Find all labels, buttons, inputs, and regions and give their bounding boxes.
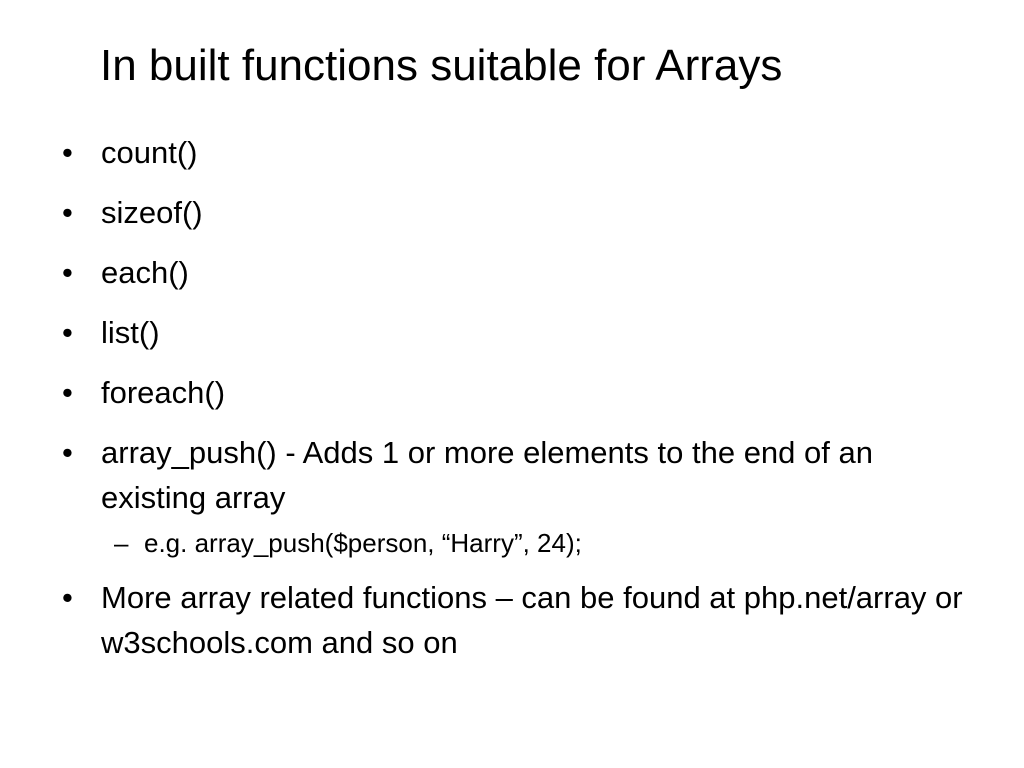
bullet-item: • foreach() <box>62 370 982 415</box>
bullet-icon: • <box>62 375 73 410</box>
bullet-text: count() <box>101 135 198 170</box>
bullet-icon: • <box>62 195 73 230</box>
bullet-text: each() <box>101 255 189 290</box>
bullet-item: • sizeof() <box>62 190 982 235</box>
bullet-icon: • <box>62 580 73 615</box>
bullet-item: • More array related functions – can be … <box>62 575 982 665</box>
bullet-icon: • <box>62 435 73 470</box>
bullet-item: • array_push() - Adds 1 or more elements… <box>62 430 982 520</box>
bullet-text: list() <box>101 315 160 350</box>
bullet-icon: • <box>62 315 73 350</box>
bullet-item: • list() <box>62 310 982 355</box>
bullet-text: array_push() - Adds 1 or more elements t… <box>101 435 873 515</box>
bullet-item: • each() <box>62 250 982 295</box>
bullet-text: More array related functions – can be fo… <box>101 580 963 660</box>
bullet-item: • count() <box>62 130 982 175</box>
sub-bullet-item: – e.g. array_push($person, “Harry”, 24); <box>62 525 982 561</box>
bullet-icon: • <box>62 255 73 290</box>
bullet-text: foreach() <box>101 375 226 410</box>
bullet-list: • count() • sizeof() • each() • list() •… <box>62 130 982 680</box>
sub-bullet-text: e.g. array_push($person, “Harry”, 24); <box>144 528 582 558</box>
bullet-text: sizeof() <box>101 195 203 230</box>
sub-bullet-icon: – <box>114 528 129 558</box>
slide-title: In built functions suitable for Arrays <box>100 41 783 90</box>
bullet-icon: • <box>62 135 73 170</box>
